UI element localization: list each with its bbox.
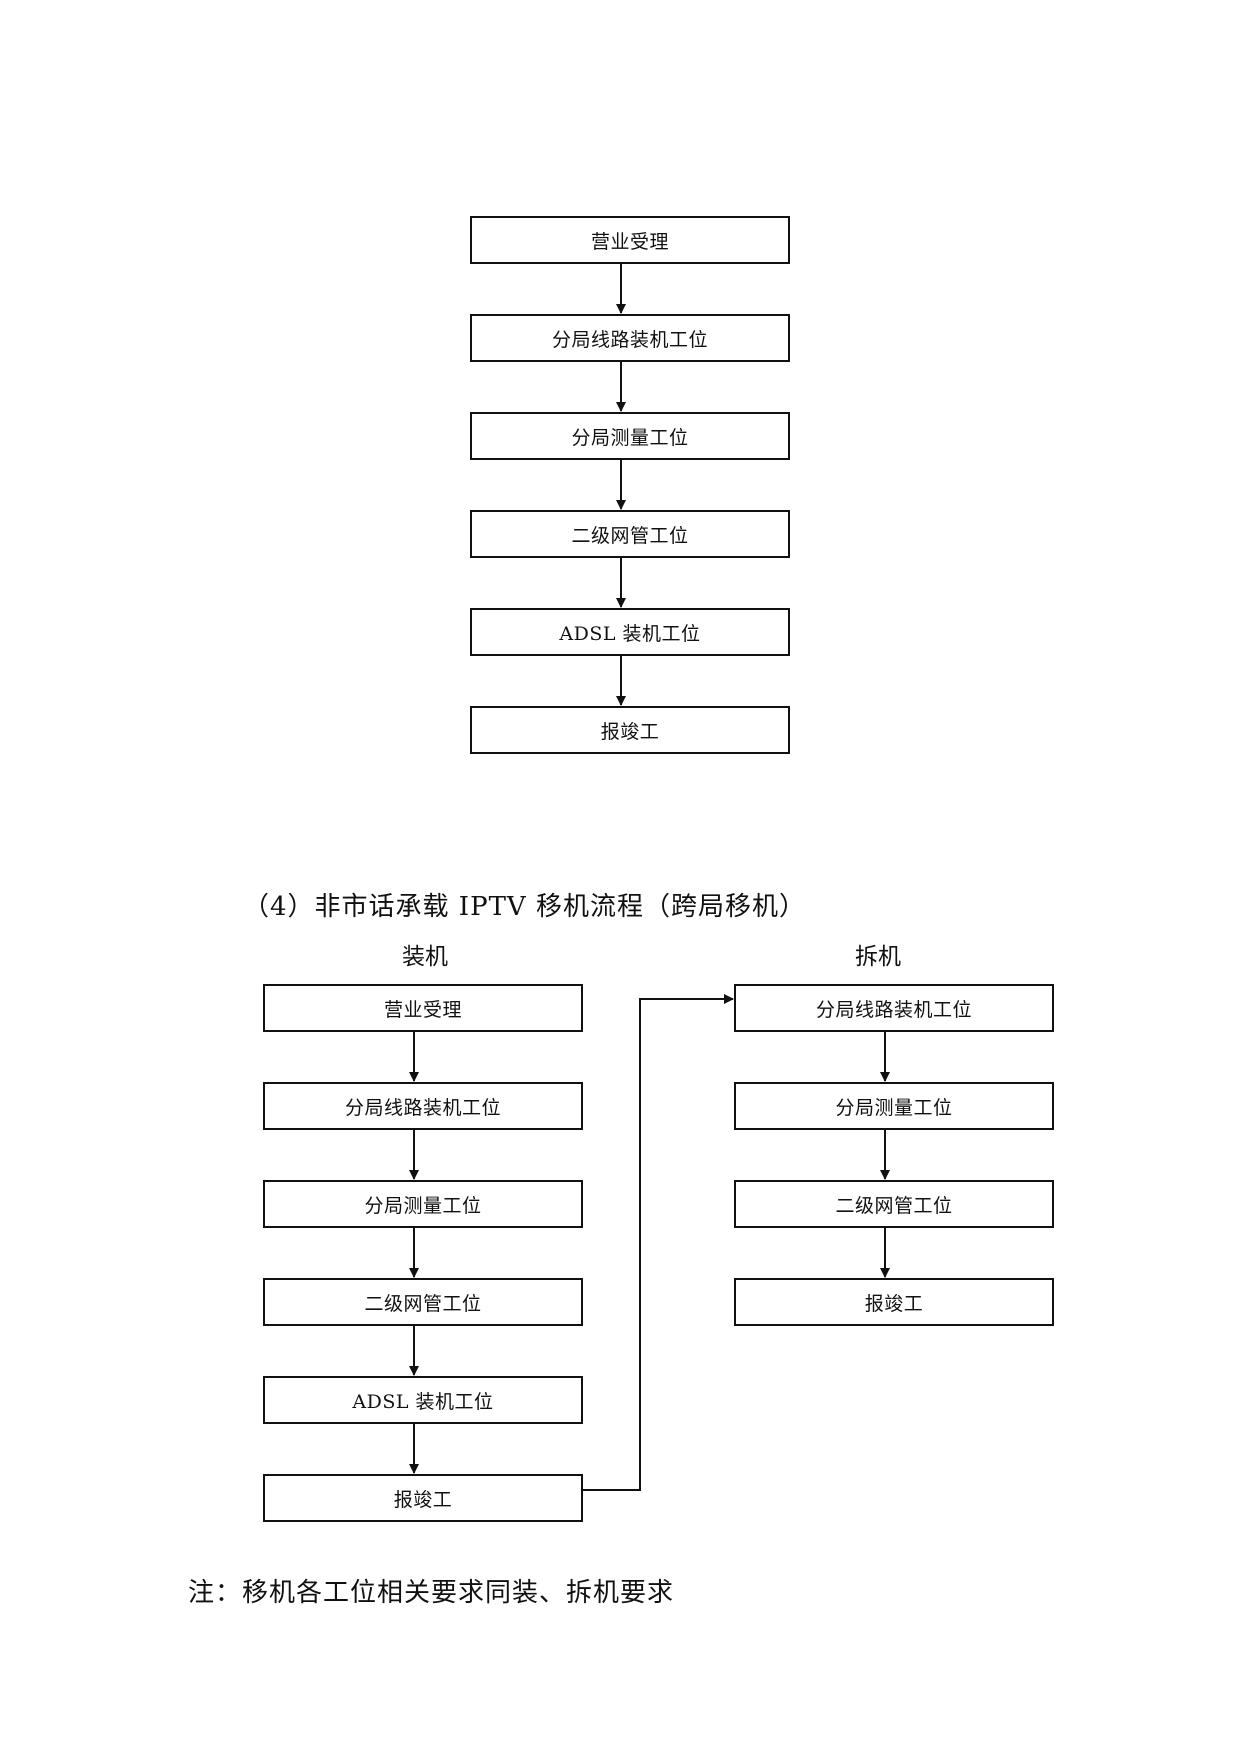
footnote: 注：移机各工位相关要求同装、拆机要求 bbox=[188, 1578, 675, 1608]
install-title: 装机 bbox=[402, 944, 448, 970]
install-step-1: 营业受理 bbox=[263, 984, 583, 1032]
top-step-5: ADSL 装机工位 bbox=[470, 608, 790, 656]
remove-step-1: 分局线路装机工位 bbox=[734, 984, 1054, 1032]
install-step-6: 报竣工 bbox=[263, 1474, 583, 1522]
remove-step-3: 二级网管工位 bbox=[734, 1180, 1054, 1228]
install-step-4: 二级网管工位 bbox=[263, 1278, 583, 1326]
remove-step-4: 报竣工 bbox=[734, 1278, 1054, 1326]
top-step-2: 分局线路装机工位 bbox=[470, 314, 790, 362]
top-step-6: 报竣工 bbox=[470, 706, 790, 754]
install-step-2: 分局线路装机工位 bbox=[263, 1082, 583, 1130]
install-step-5: ADSL 装机工位 bbox=[263, 1376, 583, 1424]
top-step-4: 二级网管工位 bbox=[470, 510, 790, 558]
install-step-3: 分局测量工位 bbox=[263, 1180, 583, 1228]
section-heading: （4）非市话承载 IPTV 移机流程（跨局移机） bbox=[243, 892, 806, 922]
cross-connector bbox=[583, 994, 734, 1491]
remove-title: 拆机 bbox=[855, 944, 901, 970]
top-step-3: 分局测量工位 bbox=[470, 412, 790, 460]
remove-step-2: 分局测量工位 bbox=[734, 1082, 1054, 1130]
top-step-1: 营业受理 bbox=[470, 216, 790, 264]
